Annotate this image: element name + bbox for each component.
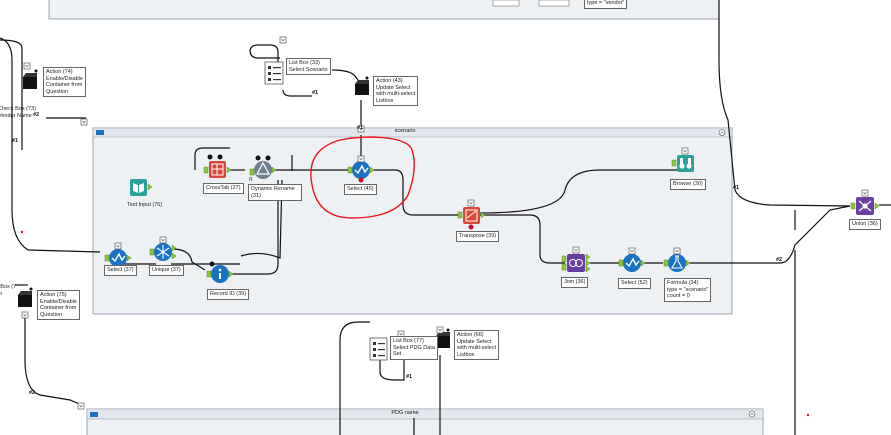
- listbox-scenario-tool[interactable]: [264, 61, 284, 85]
- browse-label: Browse (30): [670, 179, 706, 190]
- binoculars-icon: [679, 158, 692, 169]
- crosstab-icon: [211, 163, 224, 176]
- listbox-icon: [373, 342, 385, 357]
- action-enable-bottom-label: Action (75) Enable/Disable Container fro…: [37, 290, 80, 320]
- question-anchor: [21, 311, 29, 319]
- browse-tool[interactable]: [671, 147, 694, 172]
- text-input-tool[interactable]: [130, 179, 153, 196]
- crosstab-label: CrossTab (27): [203, 183, 244, 194]
- question-anchor: [279, 36, 287, 44]
- pdg-container[interactable]: [86, 408, 764, 435]
- transpose-tool[interactable]: [457, 199, 486, 230]
- snowflake-icon: [156, 245, 170, 259]
- selection-circle: [310, 136, 415, 219]
- record-id-tool[interactable]: [206, 261, 234, 284]
- join-icon: [569, 259, 583, 267]
- check-icon: [625, 257, 640, 268]
- connection-label: #2: [776, 257, 783, 263]
- collapse-icon[interactable]: [748, 410, 756, 418]
- connection-label: #1: [406, 374, 413, 380]
- container-icon: [90, 412, 98, 417]
- connection-label: #1: [312, 90, 319, 96]
- connection-label: #1: [357, 125, 364, 131]
- action-enable-top-label: Action (74) Enable/Disable Container fro…: [43, 67, 86, 97]
- clapper-icon: [23, 73, 37, 77]
- connection-label: #1: [733, 185, 740, 191]
- svg-text:R: R: [249, 177, 253, 183]
- container-icon: [96, 130, 104, 135]
- question-anchor: [77, 402, 85, 410]
- check-icon: [111, 252, 126, 263]
- record-id-label: Record ID (39): [207, 289, 250, 300]
- action-enable-bottom-tool[interactable]: [18, 287, 33, 308]
- union-icon: [858, 200, 872, 212]
- select-45-tool[interactable]: [347, 155, 375, 183]
- select-37-label: Select (37): [104, 265, 137, 276]
- union-label: Union (36): [849, 219, 881, 230]
- text-input-label: Text Input (76): [127, 202, 163, 208]
- collapse-icon[interactable]: [718, 129, 726, 136]
- clapper-icon: [18, 291, 32, 295]
- connection-label: #1: [12, 138, 19, 144]
- crosstab-tool[interactable]: [203, 154, 232, 179]
- transpose-icon: [465, 209, 478, 222]
- action-enable-top-tool[interactable]: [23, 69, 38, 90]
- top-container-text: type = "vendor": [584, 0, 628, 9]
- listbox-pdg-tool[interactable]: [369, 337, 388, 361]
- action-update-bottom-label: Action (66) Update Select with multi-sel…: [454, 330, 500, 360]
- transpose-label: Transpose (39): [456, 231, 500, 242]
- check-icon: [354, 164, 369, 175]
- clapper-icon: [355, 80, 369, 84]
- rename-icon: [255, 161, 271, 175]
- pdg-container-title: PDG name: [391, 410, 419, 416]
- book-icon: [133, 183, 144, 193]
- record-id-icon: [218, 268, 222, 279]
- action-update-top-label: Action (43) Update Select with multi-sel…: [373, 76, 419, 106]
- dynamic-rename-tool[interactable]: R: [249, 155, 277, 184]
- question-anchor: [436, 326, 444, 334]
- connection-label: #2: [33, 112, 40, 118]
- listbox-pdg-label: List Box (77) Select PDG Data Set: [390, 336, 438, 360]
- flask-icon: [671, 255, 683, 269]
- question-anchor: [80, 118, 88, 126]
- question-anchor: [23, 62, 31, 70]
- join-tool[interactable]: [561, 246, 591, 273]
- unique-37-label: Unique (37): [149, 265, 184, 276]
- select-52-tool[interactable]: [618, 247, 646, 272]
- select-45-label: Select (45): [344, 184, 377, 195]
- formula-label: Formula (34) type = "scenario" count = 0: [664, 278, 712, 302]
- select-37-tool[interactable]: [104, 242, 132, 267]
- dynamic-rename-label: Dynamic Rename (31): [248, 184, 302, 201]
- unique-37-tool[interactable]: [149, 236, 177, 261]
- union-tool[interactable]: [850, 189, 880, 215]
- marker-dot: [806, 413, 810, 417]
- action-update-top-tool[interactable]: [355, 76, 369, 96]
- select-52-label: Select (52): [618, 278, 651, 289]
- formula-tool[interactable]: [663, 247, 691, 272]
- marker-dot: [20, 230, 24, 234]
- checkbox-top-label: Check Box (73) Vendor Name: [0, 106, 36, 119]
- listbox-scenario-label: List Box (33) Select Scenario: [286, 58, 331, 75]
- scenario-container-title: scenario: [394, 128, 416, 134]
- join-label: Join (36): [561, 277, 589, 288]
- connection-label: #2: [29, 390, 36, 396]
- listbox-icon: [268, 66, 281, 81]
- checkbox-bottom-label: k Box (7 rio: [0, 284, 17, 297]
